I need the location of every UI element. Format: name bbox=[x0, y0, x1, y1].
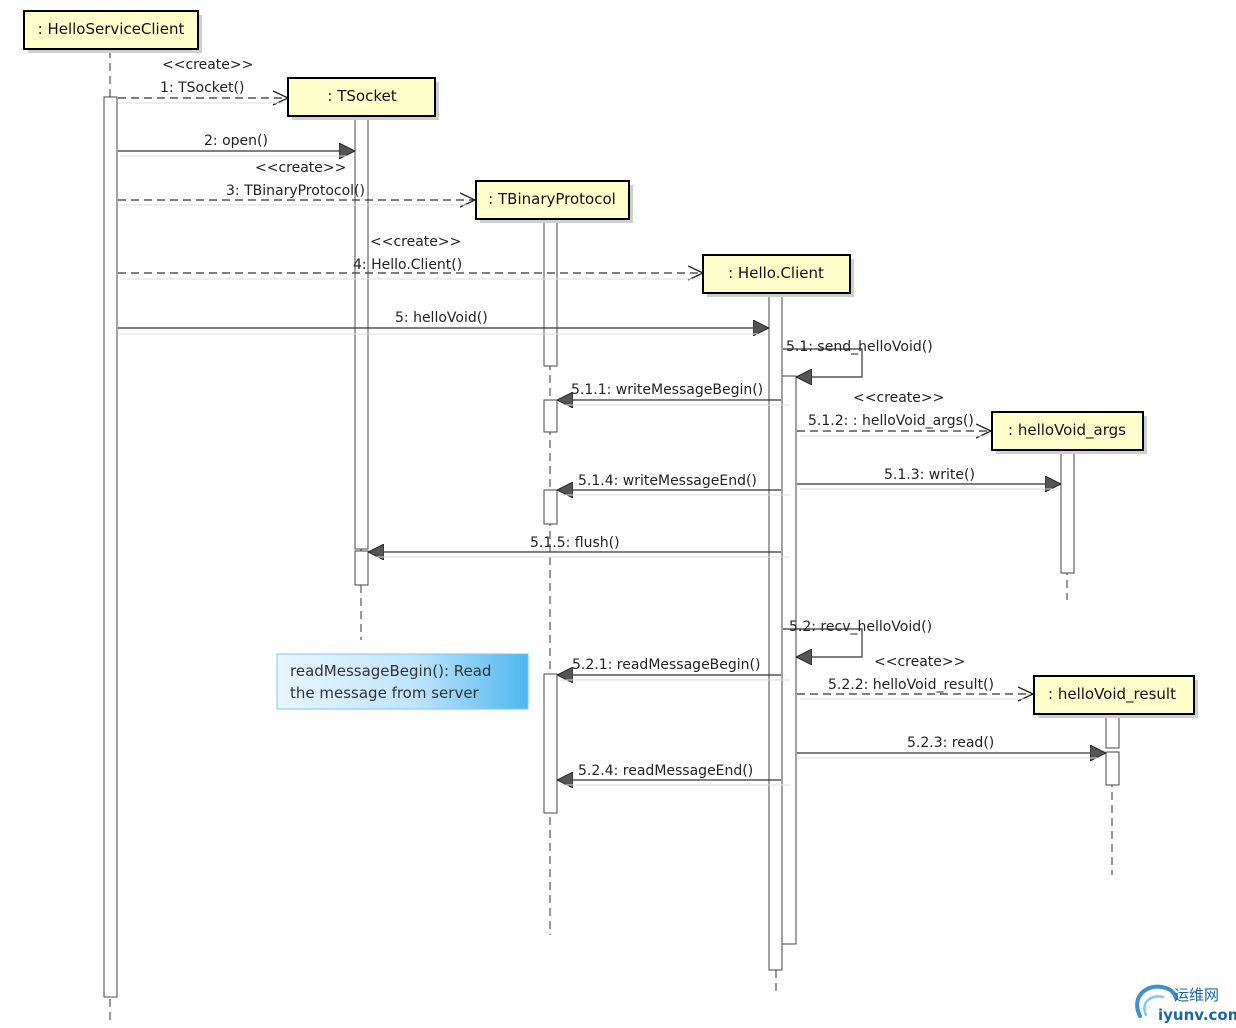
msg-5-2-1-label: 5.2.1: readMessageBegin() bbox=[572, 657, 760, 673]
msg-5-2-4-label: 5.2.4: readMessageEnd() bbox=[578, 763, 753, 779]
watermark-cn: 运维网 bbox=[1174, 986, 1219, 1004]
participant-hello-client[interactable]: : Hello.Client bbox=[702, 254, 854, 297]
activation-tbp-2 bbox=[543, 399, 558, 433]
activation-tbp-4 bbox=[543, 673, 558, 814]
msg-3-label: 3: TBinaryProtocol() bbox=[226, 183, 365, 199]
msg-1-stereotype: <<create>> bbox=[162, 57, 253, 73]
activation-hvr-2 bbox=[1105, 751, 1120, 786]
activation-tsocket-1 bbox=[354, 116, 369, 550]
activation-hvr-1 bbox=[1105, 713, 1120, 749]
activation-tbp-3 bbox=[543, 489, 558, 525]
message-shadows bbox=[120, 102, 1102, 786]
msg-5-1-3-label: 5.1.3: write() bbox=[884, 467, 975, 483]
activation-tbp-1 bbox=[543, 218, 558, 367]
msg-5-2-line bbox=[783, 628, 863, 657]
participant-tbinaryprotocol[interactable]: : TBinaryProtocol bbox=[475, 180, 633, 223]
msg-5-2-2-stereotype: <<create>> bbox=[874, 654, 965, 670]
activation-hc-nested bbox=[781, 375, 797, 945]
message-labels: <<create>> 1: TSocket() 2: open() <<crea… bbox=[160, 57, 994, 779]
participants: : HelloServiceClient : TSocket : TBinary… bbox=[23, 10, 1198, 718]
activation-hva bbox=[1060, 449, 1075, 574]
messages bbox=[118, 98, 1105, 780]
activation-hc bbox=[768, 293, 783, 971]
participant-label: : TBinaryProtocol bbox=[488, 190, 616, 208]
msg-5-2-label: 5.2: recv_helloVoid() bbox=[789, 619, 932, 635]
participant-label: : helloVoid_result bbox=[1048, 685, 1176, 704]
msg-5-1-4-label: 5.1.4: writeMessageEnd() bbox=[578, 473, 757, 489]
msg-4-label: 4: Hello.Client() bbox=[353, 257, 462, 273]
activation-tsocket-2 bbox=[354, 550, 369, 586]
note-line-2: the message from server bbox=[290, 684, 480, 702]
activations bbox=[103, 96, 1120, 998]
msg-5-label: 5: helloVoid() bbox=[395, 310, 488, 326]
msg-5-2-3-label: 5.2.3: read() bbox=[907, 735, 994, 751]
msg-1-label: 1: TSocket() bbox=[160, 80, 244, 96]
watermark-url: iyunv.com bbox=[1158, 1006, 1236, 1024]
msg-3-stereotype: <<create>> bbox=[255, 160, 346, 176]
msg-5-1-line bbox=[783, 348, 863, 377]
participant-label: : Hello.Client bbox=[728, 264, 824, 282]
msg-5-1-label: 5.1: send_helloVoid() bbox=[786, 339, 933, 355]
participant-label: : TSocket bbox=[327, 87, 396, 105]
participant-tsocket[interactable]: : TSocket bbox=[287, 77, 439, 120]
activation-hsc bbox=[103, 96, 118, 998]
participant-hello-service-client[interactable]: : HelloServiceClient bbox=[23, 10, 202, 53]
msg-5-2-2-label: 5.2.2: helloVoid_result() bbox=[828, 677, 994, 693]
note[interactable]: readMessageBegin(): Read the message fro… bbox=[276, 653, 529, 710]
msg-5-1-2-label: 5.1.2: : helloVoid_args() bbox=[808, 413, 974, 429]
msg-5-1-5-label: 5.1.5: flush() bbox=[530, 535, 620, 551]
msg-2-label: 2: open() bbox=[204, 133, 268, 149]
msg-5-1-1-label: 5.1.1: writeMessageBegin() bbox=[571, 382, 763, 398]
msg-5-1-2-stereotype: <<create>> bbox=[853, 390, 944, 406]
watermark: 运维网 iyunv.com bbox=[1135, 984, 1236, 1024]
participant-hellovoid-result[interactable]: : helloVoid_result bbox=[1033, 675, 1198, 718]
participant-label: : helloVoid_args bbox=[1008, 421, 1126, 440]
msg-4-stereotype: <<create>> bbox=[370, 234, 461, 250]
participant-hellovoid-args[interactable]: : helloVoid_args bbox=[991, 411, 1147, 454]
participant-label: : HelloServiceClient bbox=[38, 20, 185, 38]
note-line-1: readMessageBegin(): Read bbox=[290, 662, 491, 680]
watermark-logo-icon bbox=[1135, 984, 1178, 1018]
